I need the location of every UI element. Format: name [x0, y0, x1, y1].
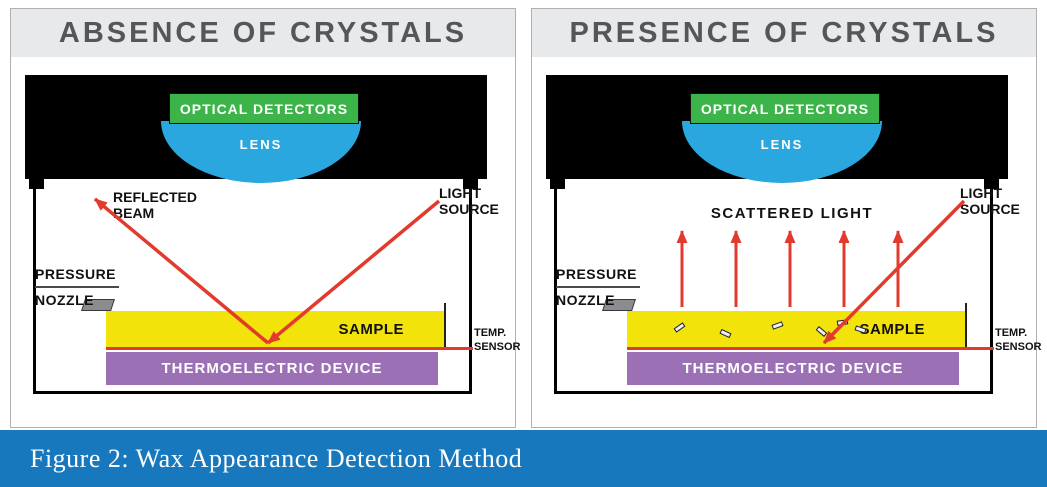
temp-sensor-label: TEMP. SENSOR — [995, 327, 1042, 354]
scattered-light-label: SCATTERED LIGHT — [710, 205, 874, 222]
sample-tray-edge — [444, 303, 446, 349]
panel-title: ABSENCE OF CRYSTALS — [11, 9, 515, 57]
optical-detectors-box: OPTICAL DETECTORS — [690, 93, 880, 124]
nozzle-pipe-line — [35, 286, 119, 288]
panel-absence-of-crystals: ABSENCE OF CRYSTALS LENS OPTICAL DETECTO… — [10, 8, 520, 428]
sample-label: SAMPLE — [338, 320, 404, 338]
housing-foot-left — [29, 177, 44, 189]
nozzle-label: NOZZLE — [35, 292, 94, 308]
figure-caption: Figure 2: Wax Appearance Detection Metho… — [30, 443, 523, 473]
temp-sensor-line — [106, 347, 473, 350]
chamber-wall-bottom — [33, 391, 472, 394]
temp-sensor-label: TEMP. SENSOR — [474, 327, 521, 354]
thermoelectric-device: THERMOELECTRIC DEVICE — [627, 352, 959, 385]
caption-bar: Figure 2: Wax Appearance Detection Metho… — [0, 430, 1047, 487]
sample-tray-edge — [965, 303, 967, 349]
chamber-wall-right — [990, 177, 993, 394]
nozzle-label: NOZZLE — [556, 292, 615, 308]
light-source-label: LIGHT SOURCE — [960, 185, 1020, 218]
reflected-beam-label: REFLECTED BEAM — [113, 189, 197, 222]
pressure-label: PRESSURE — [556, 266, 638, 282]
lens-label: LENS — [760, 137, 804, 152]
chamber-wall-left — [554, 177, 557, 394]
chamber-wall-left — [33, 177, 36, 394]
sample-label: SAMPLE — [859, 320, 925, 338]
lens-label: LENS — [239, 137, 283, 152]
thermoelectric-device: THERMOELECTRIC DEVICE — [106, 352, 438, 385]
temp-sensor-line — [627, 347, 994, 350]
sample-layer: SAMPLE — [106, 311, 446, 347]
light-source-label: LIGHT SOURCE — [439, 185, 499, 218]
housing-foot-left — [550, 177, 565, 189]
panel-presence-of-crystals: PRESENCE OF CRYSTALS LENS OPTICAL DETECT… — [531, 8, 1041, 428]
optical-detectors-box: OPTICAL DETECTORS — [169, 93, 359, 124]
chamber-wall-bottom — [554, 391, 993, 394]
nozzle-pipe-line — [556, 286, 640, 288]
panel-title: PRESENCE OF CRYSTALS — [532, 9, 1036, 57]
pressure-label: PRESSURE — [35, 266, 117, 282]
chamber-wall-right — [469, 177, 472, 394]
